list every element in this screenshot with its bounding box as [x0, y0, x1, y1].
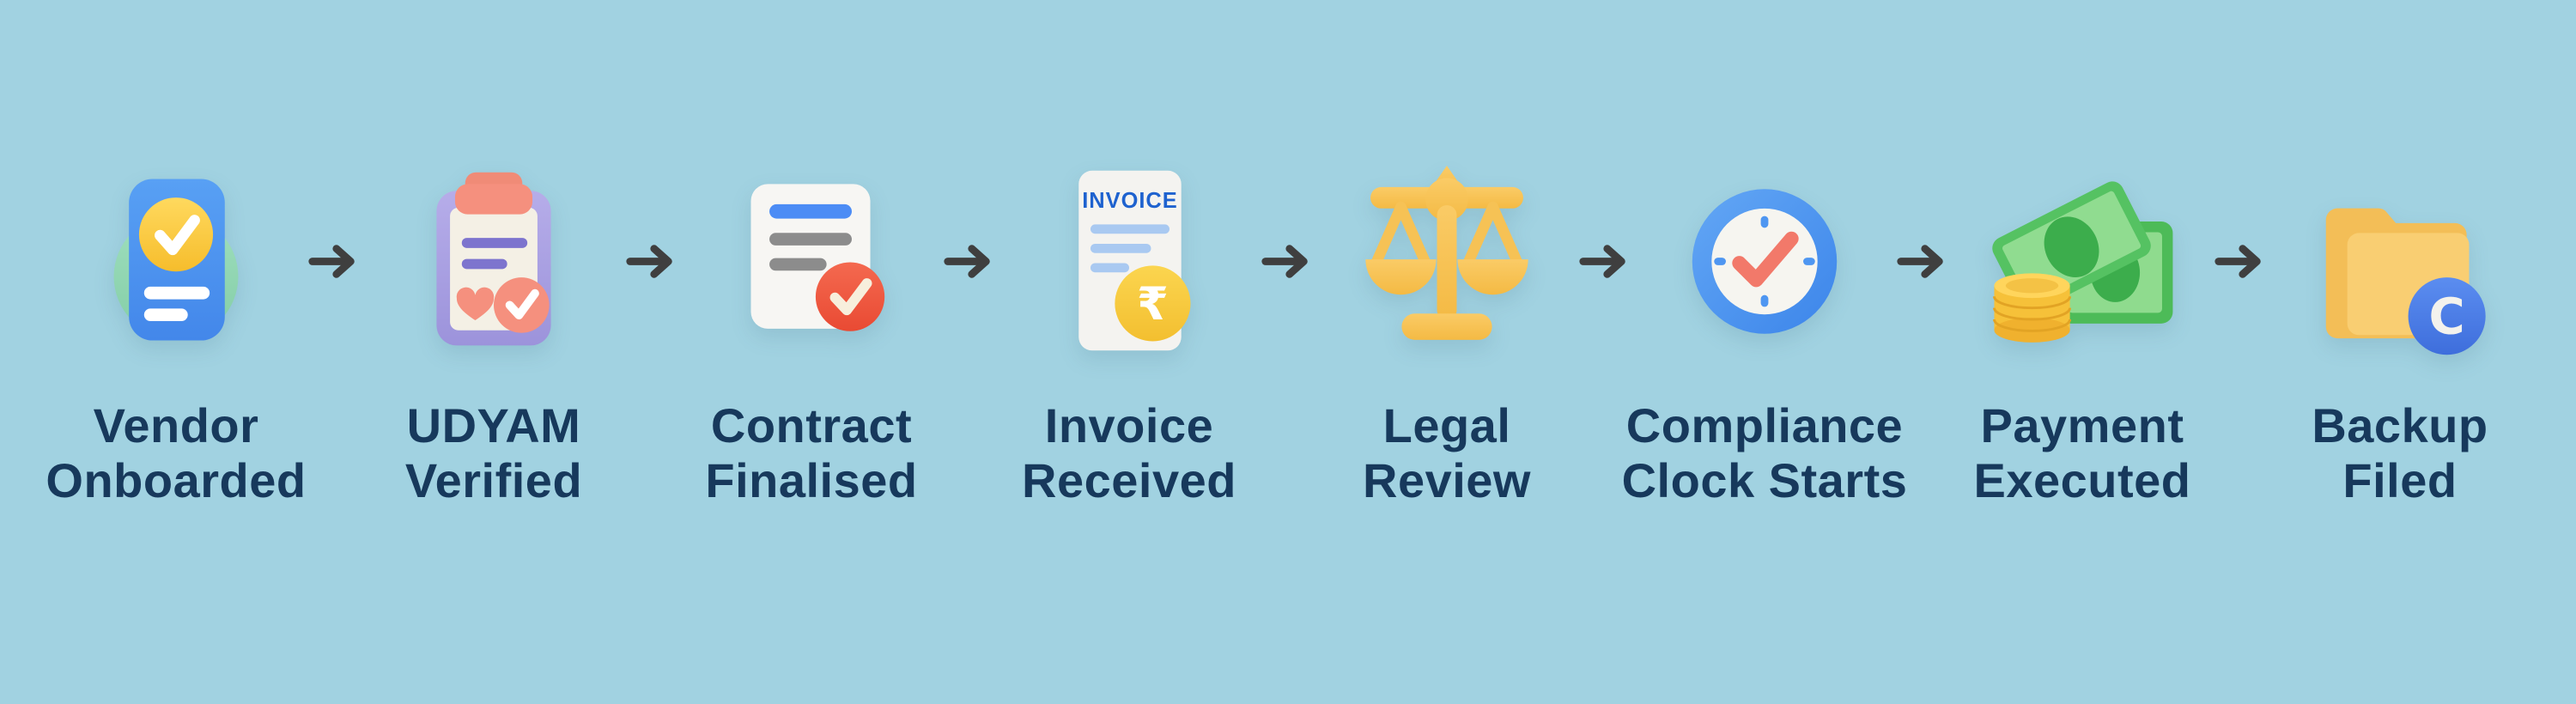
id-card-check-icon — [92, 153, 260, 369]
invoice-heading-text: INVOICE — [1082, 188, 1177, 212]
step-vendor-onboarded: Vendor Onboarded — [45, 153, 307, 508]
step-label: Legal Review — [1363, 398, 1531, 507]
document-check-icon — [727, 153, 896, 369]
arrow-right-icon — [1575, 153, 1637, 369]
step-label: Vendor Onboarded — [46, 398, 307, 507]
clipboard-check-icon — [410, 153, 578, 369]
step-label: Contract Finalised — [705, 398, 918, 507]
step-udyam-verified: UDYAM Verified — [362, 153, 625, 508]
step-label: Invoice Received — [1022, 398, 1236, 507]
step-payment-executed: Payment Executed — [1951, 153, 2214, 508]
arrow-right-icon — [939, 153, 1001, 369]
invoice-rupee-icon: INVOICE ₹ — [1045, 153, 1213, 369]
folder-copy-icon: C — [2309, 153, 2491, 369]
step-compliance-clock-starts: Compliance Clock Starts — [1622, 153, 1907, 508]
step-label: Compliance Clock Starts — [1621, 398, 1908, 507]
arrow-right-icon — [2210, 153, 2272, 369]
step-label: UDYAM Verified — [404, 398, 583, 507]
clock-check-icon — [1680, 153, 1849, 369]
rupee-symbol: ₹ — [1137, 278, 1169, 331]
step-contract-finalised: Contract Finalised — [680, 153, 943, 508]
arrow-right-icon — [1257, 153, 1319, 369]
banknotes-coins-icon — [1979, 153, 2185, 369]
step-label: Backup Filed — [2312, 398, 2488, 507]
scales-of-justice-icon — [1352, 153, 1541, 369]
arrow-right-icon — [622, 153, 683, 369]
step-legal-review: Legal Review — [1315, 153, 1578, 508]
step-label: Payment Executed — [1973, 398, 2191, 507]
copy-badge-letter: C — [2429, 288, 2465, 345]
arrow-right-icon — [304, 153, 366, 369]
step-backup-filed: C Backup Filed — [2269, 153, 2531, 508]
step-invoice-received: INVOICE ₹ Invoice Received — [998, 153, 1261, 508]
arrow-right-icon — [1893, 153, 1954, 369]
